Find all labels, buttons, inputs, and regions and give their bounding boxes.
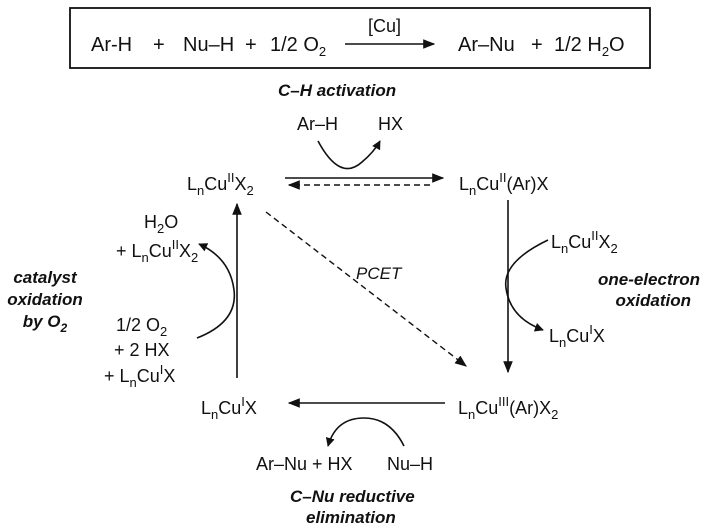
ligand-l: L xyxy=(551,232,561,252)
catalyst-label: [Cu] xyxy=(368,16,401,36)
species-cu3arx2: LnCuIII(Ar)X2 xyxy=(458,394,558,422)
reagent-nuh: Nu–H xyxy=(387,454,433,474)
overall-reaction-box xyxy=(69,7,651,69)
anion-subscript: 2 xyxy=(191,250,198,265)
curved-arrow-catalyst-oxidation xyxy=(196,243,236,339)
overall-reaction: Ar-H + Nu–H + 1/2 O2 [Cu] Ar–Nu + 1/2 H2… xyxy=(91,16,625,59)
ligand-subscript: n xyxy=(197,183,204,198)
species-cu1x: LnCuIX xyxy=(201,394,257,422)
anion-subscript: 2 xyxy=(611,241,618,256)
oxygen-subscript: 2 xyxy=(319,44,326,59)
water-tail: O xyxy=(609,34,625,56)
aryl-x: (Ar)X xyxy=(509,398,551,418)
water-subscript: 2 xyxy=(602,44,609,59)
copper: Cu xyxy=(137,366,160,386)
water-o: O xyxy=(164,212,178,232)
product-arnu: Ar–Nu xyxy=(458,34,515,56)
step-label-oxidation-left: oxidation xyxy=(7,290,83,309)
reagent-cu1x-left: + LnCuIX xyxy=(104,362,175,390)
anion-x: X xyxy=(599,232,611,252)
copper: Cu xyxy=(476,174,499,194)
copper: Cu xyxy=(475,398,498,418)
plus-sign: + xyxy=(245,34,257,56)
water-subscript: 2 xyxy=(157,221,164,236)
oxidation-state: II xyxy=(499,170,506,185)
anion-subscript: 2 xyxy=(551,407,558,422)
ligand-l: L xyxy=(458,398,468,418)
copper: Cu xyxy=(204,174,227,194)
water-h: H xyxy=(144,212,157,232)
anion-x: X xyxy=(179,241,191,261)
reagent-oxygen-left: 1/2 O2 xyxy=(116,315,167,339)
oxidation-state: I xyxy=(160,362,164,377)
reagent-arh: Ar–H xyxy=(297,114,338,134)
copper: Cu xyxy=(149,241,172,261)
plus-ligand: + L xyxy=(116,241,142,261)
product-arnu-hx: Ar–Nu + HX xyxy=(256,454,353,474)
step-label-ch-activation: C–H activation xyxy=(278,81,396,100)
o2-subscript: 2 xyxy=(60,321,68,335)
copper: Cu xyxy=(568,232,591,252)
oxidation-state: III xyxy=(498,394,509,409)
plus-sign: + xyxy=(153,34,165,56)
species-cu2x2: LnCuIIX2 xyxy=(187,170,254,198)
water-coef: 1/2 H xyxy=(554,34,602,56)
anion-x: X xyxy=(245,398,257,418)
ligand-l: L xyxy=(459,174,469,194)
ligand-subscript: n xyxy=(142,250,149,265)
product-water: 1/2 H2O xyxy=(554,34,625,59)
oxidation-state: II xyxy=(227,170,234,185)
oxidation-state: II xyxy=(172,237,179,252)
curved-arrow-oxidation xyxy=(504,239,549,332)
anion-subscript: 2 xyxy=(247,183,254,198)
aryl-x: (Ar)X xyxy=(507,174,549,194)
anion-x: X xyxy=(593,326,605,346)
oxidation-state: I xyxy=(241,394,245,409)
reactant-arh: Ar-H xyxy=(91,34,132,56)
reactant-nuh: Nu–H xyxy=(183,34,234,56)
oxygen-coef: 1/2 O xyxy=(270,34,319,56)
step-label-by-o2: by O2 xyxy=(23,312,68,335)
ligand-subscript: n xyxy=(468,407,475,422)
plus-ligand: + L xyxy=(104,366,130,386)
ligand-subscript: n xyxy=(211,407,218,422)
step-label-elimination: elimination xyxy=(306,508,396,527)
pcet-label: PCET xyxy=(356,264,403,283)
oxidation-state: I xyxy=(589,322,593,337)
step-label-oxidation: oxidation xyxy=(615,291,691,310)
by-o: by O xyxy=(23,312,61,331)
reagent-cu2x2-in: LnCuIIX2 xyxy=(551,228,618,256)
oxidation-state: II xyxy=(591,228,598,243)
ligand-l: L xyxy=(187,174,197,194)
plus-sign: + xyxy=(531,34,543,56)
product-water-left: H2O xyxy=(144,212,178,236)
reagent-cu1x-out: LnCuIX xyxy=(549,322,605,350)
ligand-l: L xyxy=(201,398,211,418)
step-label-cnu-reductive: C–Nu reductive xyxy=(290,487,415,506)
reagent-hx-left: + 2 HX xyxy=(114,340,170,360)
anion-x: X xyxy=(235,174,247,194)
curved-arrow-ch-activation xyxy=(317,140,381,170)
reagent-hx-top: HX xyxy=(378,114,403,134)
product-cu2x2-left: + LnCuIIX2 xyxy=(116,237,198,265)
oxygen-subscript: 2 xyxy=(160,324,167,339)
curved-arrow-reductive-elimination xyxy=(325,417,405,447)
ligand-subscript: n xyxy=(469,183,476,198)
pcet-dashed-arrow xyxy=(265,211,467,367)
step-label-catalyst: catalyst xyxy=(13,268,78,287)
species-cu2arx: LnCuII(Ar)X xyxy=(459,170,549,198)
ligand-subscript: n xyxy=(561,241,568,256)
ligand-subscript: n xyxy=(559,335,566,350)
copper: Cu xyxy=(566,326,589,346)
oxygen-coef: 1/2 O xyxy=(116,315,160,335)
anion-x: X xyxy=(163,366,175,386)
ligand-l: L xyxy=(549,326,559,346)
ligand-subscript: n xyxy=(130,375,137,390)
reactant-oxygen: 1/2 O2 xyxy=(270,34,326,59)
copper: Cu xyxy=(218,398,241,418)
step-label-one-electron: one-electron xyxy=(598,270,700,289)
